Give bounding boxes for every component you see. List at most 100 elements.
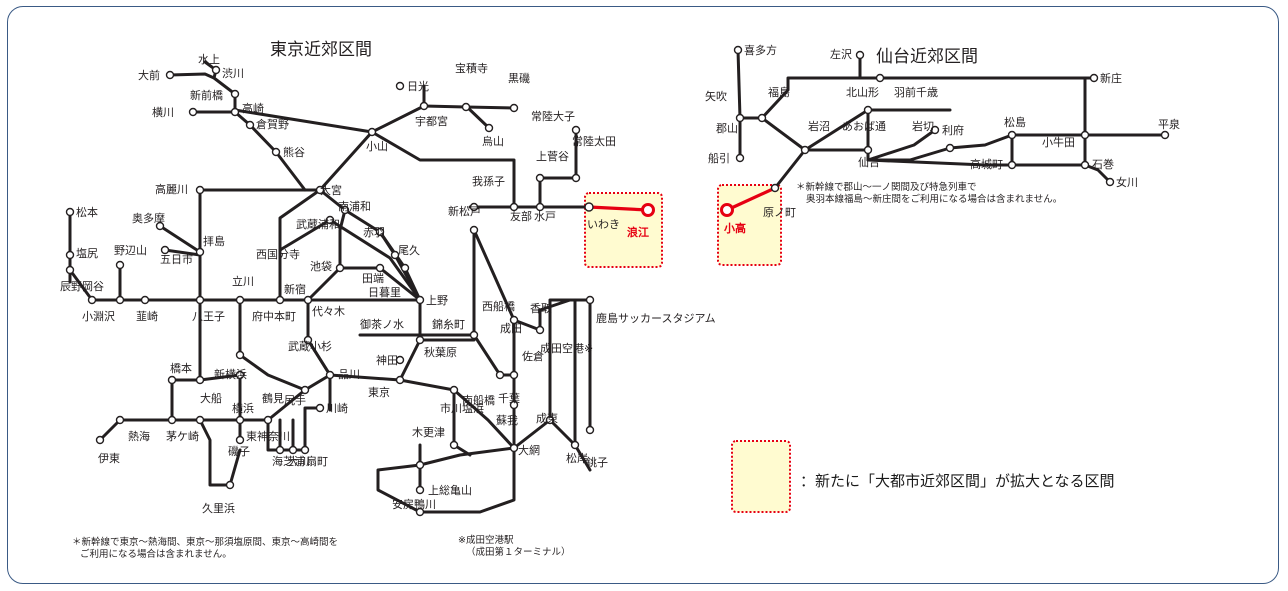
station-oami: 大網: [518, 443, 540, 457]
station-yokohama: 横浜: [232, 401, 254, 415]
station-haranomachi: 原ノ町: [763, 206, 796, 219]
legend-label: ：新たに「大都市近郊区間」が拡大となる区間: [800, 472, 1115, 490]
station-choshi: 銚子: [586, 455, 608, 469]
station-ochanomizu: 御茶ノ水: [360, 317, 404, 331]
station-musashiurawa: 武蔵浦和: [296, 218, 340, 231]
station-minamiurawa: 南浦和: [338, 200, 371, 213]
station-mito: 水戸: [534, 210, 556, 223]
airport-footnote-line2: （成田第１ターミナル）: [466, 546, 571, 558]
station-ito: 伊東: [98, 452, 120, 465]
station-matsumoto: 松本: [76, 205, 98, 219]
station-hachioji: 八王子: [192, 310, 225, 323]
station-takagimachi: 高城町: [970, 157, 1003, 171]
station-chiba: 千葉: [498, 391, 520, 405]
station-tomobe: 友部: [510, 209, 532, 223]
station-ueno: 上野: [426, 294, 448, 307]
station-shinmatsudo: 新松戸: [448, 204, 481, 218]
station-koriyama: 郡山: [716, 122, 738, 135]
station-uzenchitose: 羽前千歳: [894, 85, 938, 99]
station-iwakiri: 岩切: [912, 119, 934, 133]
station-fuchuhonmachi: 府中本町: [252, 309, 296, 323]
station-kitayamagata: 北山形: [846, 86, 879, 99]
station-sakura: 佐倉: [522, 349, 544, 363]
station-yoyogi: 代々木: [312, 305, 345, 318]
station-narita: 成田: [500, 322, 522, 335]
station-shinyokohama: 新横浜: [214, 367, 247, 381]
station-chigasaki: 茅ケ崎: [166, 429, 199, 443]
station-shinjuku: 新宿: [284, 282, 306, 296]
station-awakamogawa: 安房鴨川: [392, 497, 436, 511]
station-kashimasoccer: 鹿島サッカースタジアム: [596, 311, 716, 325]
station-kuragano: 倉賀野: [256, 117, 289, 131]
station-kurihama: 久里浜: [202, 502, 235, 515]
station-takasaki: 高崎: [242, 101, 264, 115]
station-tachikawa: 立川: [232, 274, 254, 288]
station-utsunomiya: 宇都宮: [415, 114, 448, 128]
station-musashikosugi: 武蔵小杉: [288, 339, 332, 353]
station-isogo: 磯子: [228, 445, 250, 458]
station-tatsuno: 辰野: [60, 280, 82, 293]
station-sendai: 仙台: [858, 155, 880, 169]
station-katori: 香取: [530, 302, 552, 315]
station-ogimachi: 扇町: [306, 454, 328, 468]
station-kuroiso: 黒磯: [508, 72, 530, 85]
station-komagawa: 高麗川: [155, 182, 188, 196]
tokyo-map-title: 東京近郊区間: [270, 40, 372, 60]
sendai-station-markers: [733, 45, 1170, 193]
tokyo-footnote-line1: ＊新幹線で東京～熱海間、東京～那須塩原間、東京～高崎間を: [72, 536, 338, 548]
legend-swatch: [731, 440, 791, 513]
station-shiojiri: 塩尻: [76, 246, 98, 260]
station-tabata: 田端: [362, 272, 384, 285]
station-oku: 尾久: [398, 244, 420, 257]
station-kitakata: 喜多方: [744, 43, 777, 57]
station-naritaairport: 成田空港※: [540, 341, 593, 355]
station-karasuyama: 烏山: [482, 134, 504, 148]
map-frame: [7, 6, 1279, 584]
tokyo-footnote-line2: ご利用になる場合は含まれません。: [80, 548, 232, 560]
station-akihabara: 秋葉原: [424, 345, 457, 359]
station-kazusakameyama: 上総亀山: [428, 483, 472, 497]
station-matsugishi: 松岸: [566, 451, 588, 465]
station-nirasaki: 韮崎: [136, 309, 158, 323]
station-shinmaebashi: 新前橋: [190, 88, 223, 102]
station-ikebukuro: 池袋: [310, 259, 332, 273]
station-omae: 大前: [138, 68, 160, 82]
station-ishinomaki: 石巻: [1092, 158, 1114, 171]
station-iwaki: いわき: [587, 218, 620, 231]
station-tsurumi: 鶴見: [262, 391, 284, 405]
station-narutou: 成東: [536, 412, 558, 425]
sendai-footnote-line2: 奥羽本線福島～新庄間をご利用になる場合は含まれません。: [806, 193, 1062, 205]
station-ofuna: 大船: [200, 391, 222, 405]
station-nishifunabashi: 西船橋: [482, 299, 515, 313]
station-kogota: 小牛田: [1042, 135, 1075, 149]
station-hitachiota: 常陸太田: [572, 135, 616, 148]
station-kamisugaya: 上菅谷: [536, 150, 569, 163]
station-okutama: 奥多摩: [132, 211, 165, 225]
station-kumagaya: 熊谷: [283, 145, 305, 159]
station-iwanuma: 岩沼: [808, 119, 830, 133]
station-abiko: 我孫子: [472, 175, 505, 188]
station-umishibaura: 海芝浦: [272, 454, 305, 468]
station-nobeyama: 野辺山: [114, 244, 147, 257]
station-hitachidaigo: 常陸大子: [531, 109, 575, 123]
station-fukushima: 福島: [768, 85, 790, 99]
station-hiraizumi: 平泉: [1158, 117, 1180, 131]
station-kokubunji: 西国分寺: [256, 248, 300, 261]
station-yokokawa: 横川: [152, 105, 174, 119]
station-nippori: 日暮里: [368, 285, 401, 299]
tokyo-station-markers: [65, 65, 595, 517]
sendai-map-title: 仙台近郊区間: [876, 47, 978, 67]
new-section-iwaki-namie: [587, 205, 650, 212]
station-sazawa: 左沢: [830, 47, 852, 61]
station-minamifunabashi: 南船橋: [462, 393, 495, 407]
station-atami: 熱海: [128, 429, 150, 443]
station-hashimoto: 橋本: [170, 361, 192, 375]
station-okawa: 大川: [288, 454, 310, 468]
new-section-highlight-sendai: [717, 184, 782, 266]
sendai-footnote-line1: ＊新幹線で郡山～一ノ関間及び特急列車で: [796, 181, 977, 193]
station-onagawa: 女川: [1116, 175, 1138, 189]
station-shinagawa: 品川: [338, 368, 360, 381]
station-kawasaki: 川崎: [326, 401, 348, 415]
station-kisarazu: 木更津: [412, 426, 445, 439]
